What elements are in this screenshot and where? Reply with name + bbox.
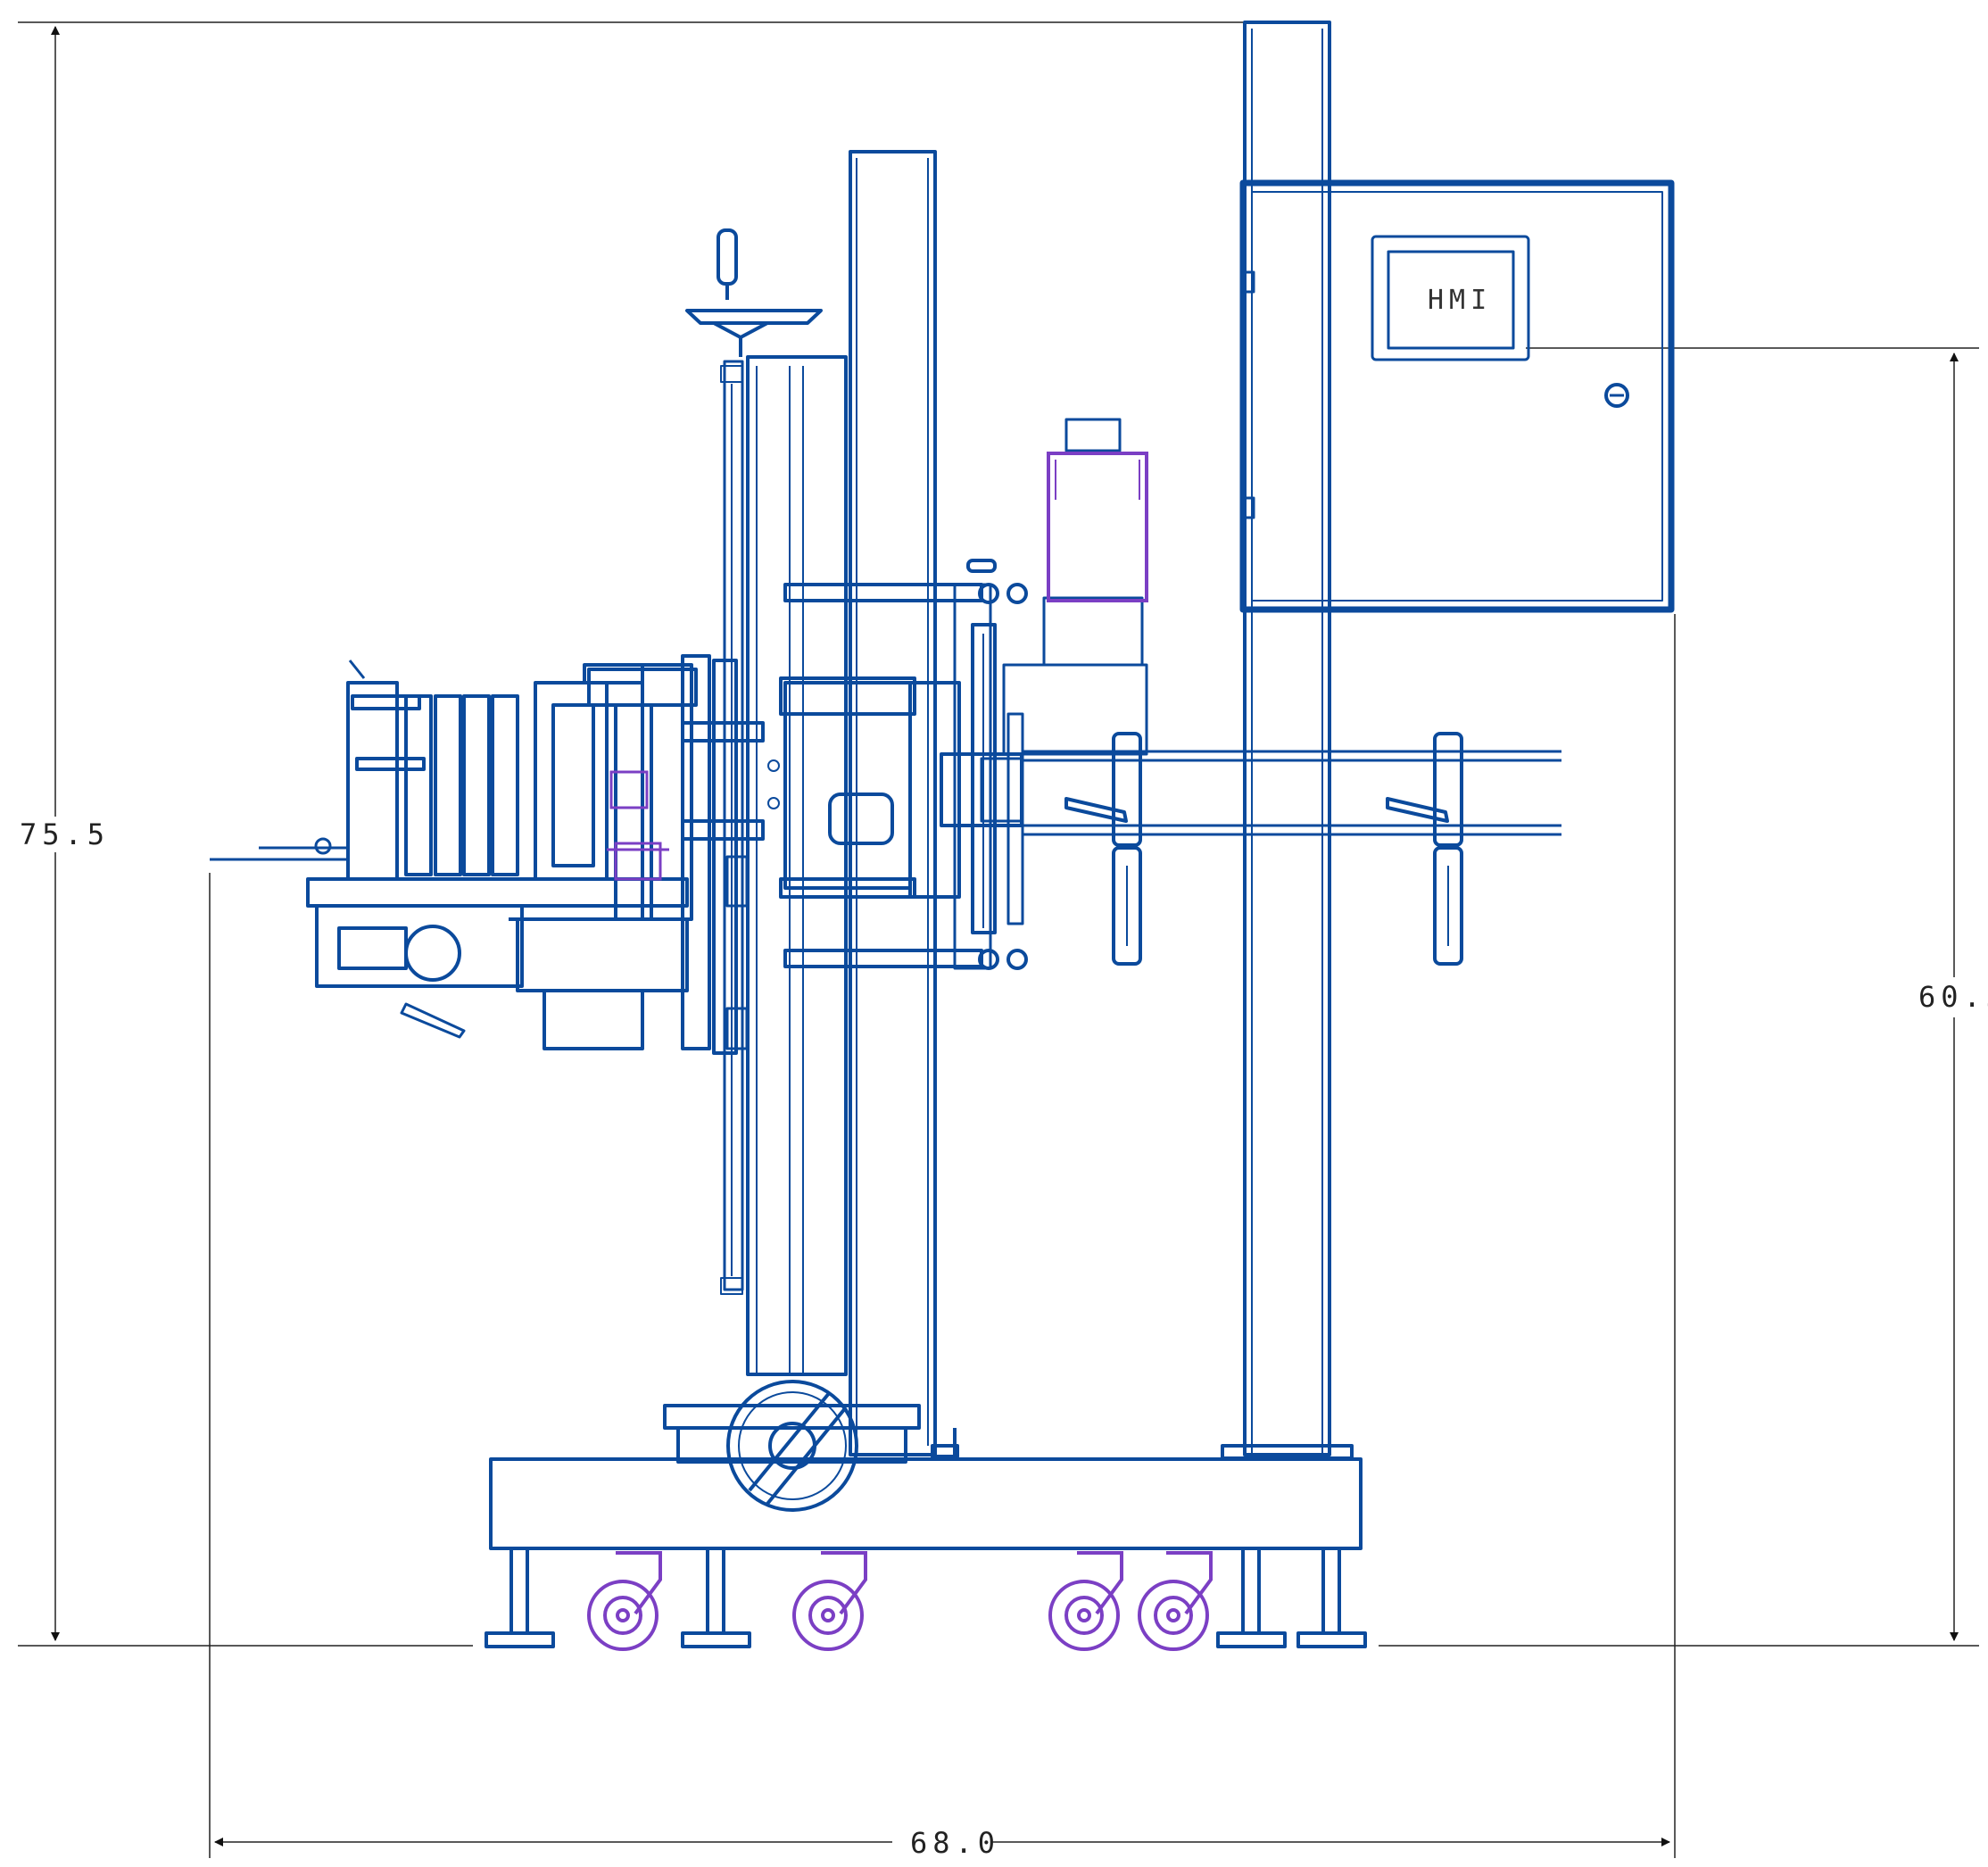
dimension-hmi-height-label: 60.3 — [1918, 980, 1988, 1014]
main-mast — [849, 150, 937, 1456]
base-frame — [489, 1457, 1363, 1550]
motor-icon — [1047, 452, 1148, 602]
leveling-foot-icon — [485, 1547, 1367, 1648]
control-cabinet — [1239, 179, 1675, 613]
machine-body — [210, 21, 1675, 1648]
right-column — [1243, 21, 1331, 1456]
lower-handwheel-icon — [726, 1380, 858, 1512]
rail-bracket-icon — [1064, 732, 1463, 966]
peel-roller-icon — [404, 925, 461, 982]
hmi-screen-label: HMI — [1428, 285, 1492, 316]
carriage-knob-icon — [966, 559, 1028, 970]
accent-components — [587, 452, 1213, 1651]
caster-wheel-icon — [587, 1551, 1213, 1651]
top-handwheel-icon — [685, 228, 823, 357]
dimension-overall-width-label: 68.0 — [910, 1826, 1000, 1860]
dimension-lines — [18, 21, 1979, 1858]
dimension-overall-height-label: 75.5 — [20, 817, 110, 851]
hmi-screen — [1387, 250, 1515, 350]
cabinet-lock-icon — [1604, 383, 1629, 408]
hmi-screen-bezel — [1371, 235, 1530, 361]
